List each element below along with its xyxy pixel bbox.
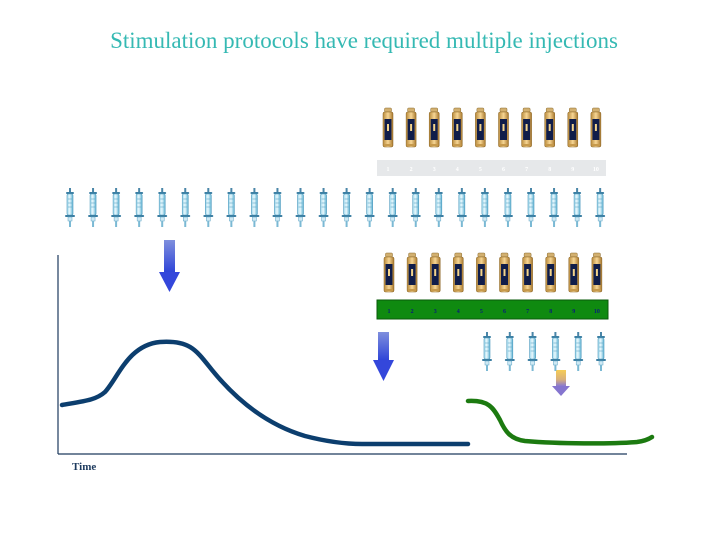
syringe-icon xyxy=(319,188,329,227)
day-strip-top-number: 7 xyxy=(525,167,528,173)
vial-icon xyxy=(591,108,601,147)
syringe-icon xyxy=(157,188,167,227)
day-strip-top-number: 8 xyxy=(548,167,551,173)
syringe-icon xyxy=(203,188,213,227)
vial-icon xyxy=(430,253,440,292)
syringe-icon xyxy=(249,188,259,227)
vial-icon xyxy=(406,108,416,147)
syringe-icon xyxy=(342,188,352,227)
vial-icon xyxy=(568,108,578,147)
day-strip-bottom-number: 3 xyxy=(434,309,437,315)
syringe-icon xyxy=(434,188,444,227)
day-strip-bottom-number: 5 xyxy=(480,309,483,315)
arrow-down-left xyxy=(159,240,180,292)
syringe-icon xyxy=(272,188,282,227)
syringe-icon xyxy=(111,188,121,227)
syringe-icon xyxy=(296,188,306,227)
arrow-down-right-shaft xyxy=(556,370,566,386)
arrow-down-right xyxy=(552,370,570,396)
syringe-icon xyxy=(411,188,421,227)
vial-icon xyxy=(453,253,463,292)
syringe-icon xyxy=(528,332,538,371)
syringe-icon xyxy=(388,188,398,227)
syringe-icon xyxy=(365,188,375,227)
day-strip-bottom-number: 1 xyxy=(388,309,391,315)
hormone-curve-green xyxy=(468,401,652,443)
syringe-icon xyxy=(88,188,98,227)
day-strip-bottom-number: 8 xyxy=(549,309,552,315)
syringe-icon xyxy=(550,332,560,371)
day-strip-top-number: 3 xyxy=(433,167,436,173)
syringe-icon xyxy=(595,188,605,227)
day-strip-bottom-number: 2 xyxy=(411,309,414,315)
syringe-icon xyxy=(572,188,582,227)
vial-icon xyxy=(476,253,486,292)
syringe-row-main xyxy=(65,188,605,227)
vial-icon xyxy=(546,253,556,292)
vial-icon xyxy=(523,253,533,292)
vial-icon xyxy=(545,108,555,147)
arrow-down-middle-head xyxy=(373,360,394,381)
day-strip-top-number: 10 xyxy=(593,167,599,173)
vial-icon xyxy=(475,108,485,147)
arrow-down-left-shaft xyxy=(164,240,175,272)
arrow-down-middle xyxy=(373,332,394,381)
day-strip-top: 1 2 3 4 5 6 7 8 9 10 xyxy=(377,160,606,176)
syringe-row-lower xyxy=(482,332,606,371)
day-strip-top-number: 6 xyxy=(502,167,505,173)
vial-row-middle xyxy=(384,253,602,292)
arrow-down-left-head xyxy=(159,272,180,292)
syringe-icon xyxy=(503,188,513,227)
syringe-icon xyxy=(134,188,144,227)
syringe-icon xyxy=(482,332,492,371)
vial-icon xyxy=(569,253,579,292)
syringe-icon xyxy=(180,188,190,227)
day-strip-bottom-number: 7 xyxy=(526,309,529,315)
day-strip-bottom-number: 6 xyxy=(503,309,506,315)
vial-row-top xyxy=(383,108,601,147)
syringe-icon xyxy=(457,188,467,227)
syringe-icon xyxy=(480,188,490,227)
day-strip-bottom: 1 2 3 4 5 6 7 8 9 10 xyxy=(377,300,608,319)
day-strip-bottom-number: 4 xyxy=(457,309,460,315)
vial-icon xyxy=(452,108,462,147)
vial-icon xyxy=(522,108,532,147)
arrow-down-right-head xyxy=(552,386,570,396)
vial-icon xyxy=(383,108,393,147)
day-strip-top-number: 1 xyxy=(387,167,390,173)
vial-icon xyxy=(407,253,417,292)
syringe-icon xyxy=(549,188,559,227)
vial-icon xyxy=(429,108,439,147)
day-strip-top-number: 2 xyxy=(410,167,413,173)
day-strip-top-number: 5 xyxy=(479,167,482,173)
day-strip-bottom-number: 10 xyxy=(594,309,600,315)
vial-icon xyxy=(384,253,394,292)
syringe-icon xyxy=(526,188,536,227)
vial-icon xyxy=(500,253,510,292)
day-strip-bottom-number: 9 xyxy=(572,309,575,315)
syringe-icon xyxy=(505,332,515,371)
x-axis-label: Time xyxy=(72,461,96,473)
syringe-icon xyxy=(226,188,236,227)
day-strip-top-number: 9 xyxy=(571,167,574,173)
day-strip-top-number: 4 xyxy=(456,167,459,173)
vial-icon xyxy=(592,253,602,292)
syringe-icon xyxy=(573,332,583,371)
arrow-down-middle-shaft xyxy=(378,332,389,360)
syringe-icon xyxy=(596,332,606,371)
vial-icon xyxy=(499,108,509,147)
hormone-curve-blue xyxy=(62,342,468,444)
syringe-icon xyxy=(65,188,75,227)
